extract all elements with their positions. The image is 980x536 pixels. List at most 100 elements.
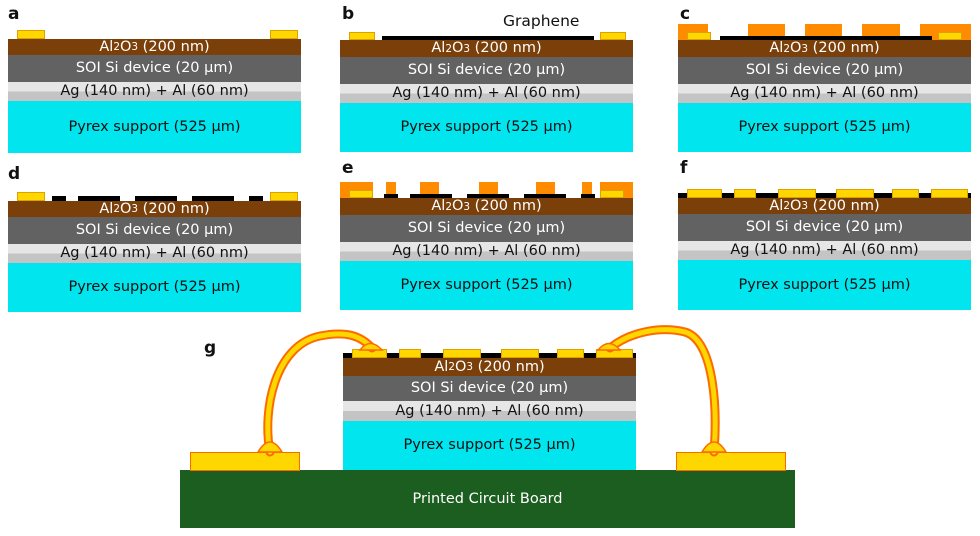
bond-wire-right (596, 325, 728, 457)
contact-electrode (399, 349, 421, 358)
ag-al-layer: Ag (140 nm) + Al (60 nm) (343, 401, 636, 421)
al2o3-label-al: Al (769, 197, 784, 214)
contact-pad (687, 32, 711, 40)
panel-label-c: c (680, 4, 691, 24)
al2o3-label-thickness: (200 nm) (138, 38, 210, 55)
pyrex-label: Pyrex support (525 µm) (400, 119, 573, 136)
contact-electrode (734, 189, 756, 198)
pcb-label: Printed Circuit Board (412, 491, 563, 507)
resist-block (386, 182, 396, 198)
ag-al-layer: Ag (140 nm) + Al (60 nm) (678, 241, 971, 260)
al2o3-label-thickness: (200 nm) (808, 40, 880, 57)
contact-pad (931, 189, 968, 198)
ag-al-layer: Ag (140 nm) + Al (60 nm) (8, 244, 301, 263)
soi-layer: SOI Si device (20 µm) (8, 217, 301, 244)
graphene-strip (192, 196, 234, 201)
contact-pad (270, 30, 298, 39)
contact-electrode (443, 349, 481, 358)
pyrex-layer: Pyrex support (525 µm) (678, 260, 971, 310)
al2o3-label-o: O (452, 198, 464, 215)
resist-block (582, 182, 592, 198)
contact-electrode (557, 349, 584, 358)
panel-label-d: d (8, 164, 21, 184)
graphene-sheet (720, 36, 932, 40)
panel-label-f: f (680, 158, 688, 178)
graphene-strip (384, 194, 398, 198)
panel-label-e: e (342, 158, 354, 178)
soi-layer: SOI Si device (20 µm) (678, 57, 971, 84)
pyrex-layer: Pyrex support (525 µm) (340, 261, 633, 310)
contact-pad (938, 32, 962, 40)
ag-al-label: Ag (140 nm) + Al (60 nm) (60, 83, 249, 100)
graphene-strip (524, 194, 566, 198)
graphene-label: Graphene (503, 12, 580, 30)
contact-pad (687, 189, 722, 198)
al2o3-label-al: Al (431, 40, 446, 57)
al2o3-label-al: Al (99, 200, 114, 217)
ag-al-layer: Ag (140 nm) + Al (60 nm) (340, 242, 633, 261)
al2o3-label-thickness: (200 nm) (470, 198, 542, 215)
soi-layer: SOI Si device (20 µm) (340, 57, 633, 84)
al2o3-label-o: O (120, 200, 132, 217)
wire-bond-ball (358, 342, 384, 351)
pyrex-layer: Pyrex support (525 µm) (678, 103, 971, 152)
graphene-strip (581, 194, 595, 198)
contact-electrode (501, 349, 539, 358)
al2o3-label-thickness: (200 nm) (138, 200, 210, 217)
ag-al-label: Ag (140 nm) + Al (60 nm) (730, 242, 919, 259)
soi-label: SOI Si device (20 µm) (745, 62, 904, 79)
contact-pad (600, 32, 626, 40)
contact-electrode (778, 189, 816, 198)
ag-al-label: Ag (140 nm) + Al (60 nm) (60, 245, 249, 262)
graphene-strip (52, 196, 66, 201)
soi-label: SOI Si device (20 µm) (407, 220, 566, 237)
ag-al-layer: Ag (140 nm) + Al (60 nm) (678, 84, 971, 103)
contact-electrode (836, 189, 874, 198)
al2o3-label-o: O (452, 40, 464, 57)
contact-pad (17, 30, 45, 39)
graphene-strip (467, 194, 509, 198)
al2o3-label-o: O (120, 38, 132, 55)
panel-label-a: a (8, 4, 20, 24)
contact-pad (600, 190, 624, 198)
contact-pad (270, 192, 298, 201)
pcb-bond-pad-left (190, 452, 300, 471)
soi-label: SOI Si device (20 µm) (410, 380, 569, 397)
bond-wire-left (256, 329, 384, 457)
contact-pad (349, 32, 375, 40)
soi-label: SOI Si device (20 µm) (745, 219, 904, 236)
panel-label-b: b (342, 4, 355, 24)
soi-label: SOI Si device (20 µm) (75, 60, 234, 77)
al2o3-label-al: Al (434, 358, 449, 375)
pyrex-label: Pyrex support (525 µm) (738, 276, 911, 293)
soi-layer: SOI Si device (20 µm) (678, 214, 971, 241)
soi-layer: SOI Si device (20 µm) (343, 376, 636, 401)
al2o3-label-thickness: (200 nm) (473, 358, 545, 375)
al2o3-label-al: Al (431, 198, 446, 215)
pyrex-layer: Pyrex support (525 µm) (8, 101, 301, 153)
pyrex-label: Pyrex support (525 µm) (68, 279, 241, 296)
graphene-sheet (382, 36, 594, 40)
soi-label: SOI Si device (20 µm) (75, 222, 234, 239)
soi-layer: SOI Si device (20 µm) (340, 215, 633, 242)
graphene-strip (249, 196, 263, 201)
pyrex-label: Pyrex support (525 µm) (400, 277, 573, 294)
al2o3-label-thickness: (200 nm) (470, 40, 542, 57)
soi-layer: SOI Si device (20 µm) (8, 55, 301, 82)
ag-al-label: Ag (140 nm) + Al (60 nm) (730, 85, 919, 102)
al2o3-label-o: O (790, 197, 802, 214)
al2o3-label-thickness: (200 nm) (808, 197, 880, 214)
